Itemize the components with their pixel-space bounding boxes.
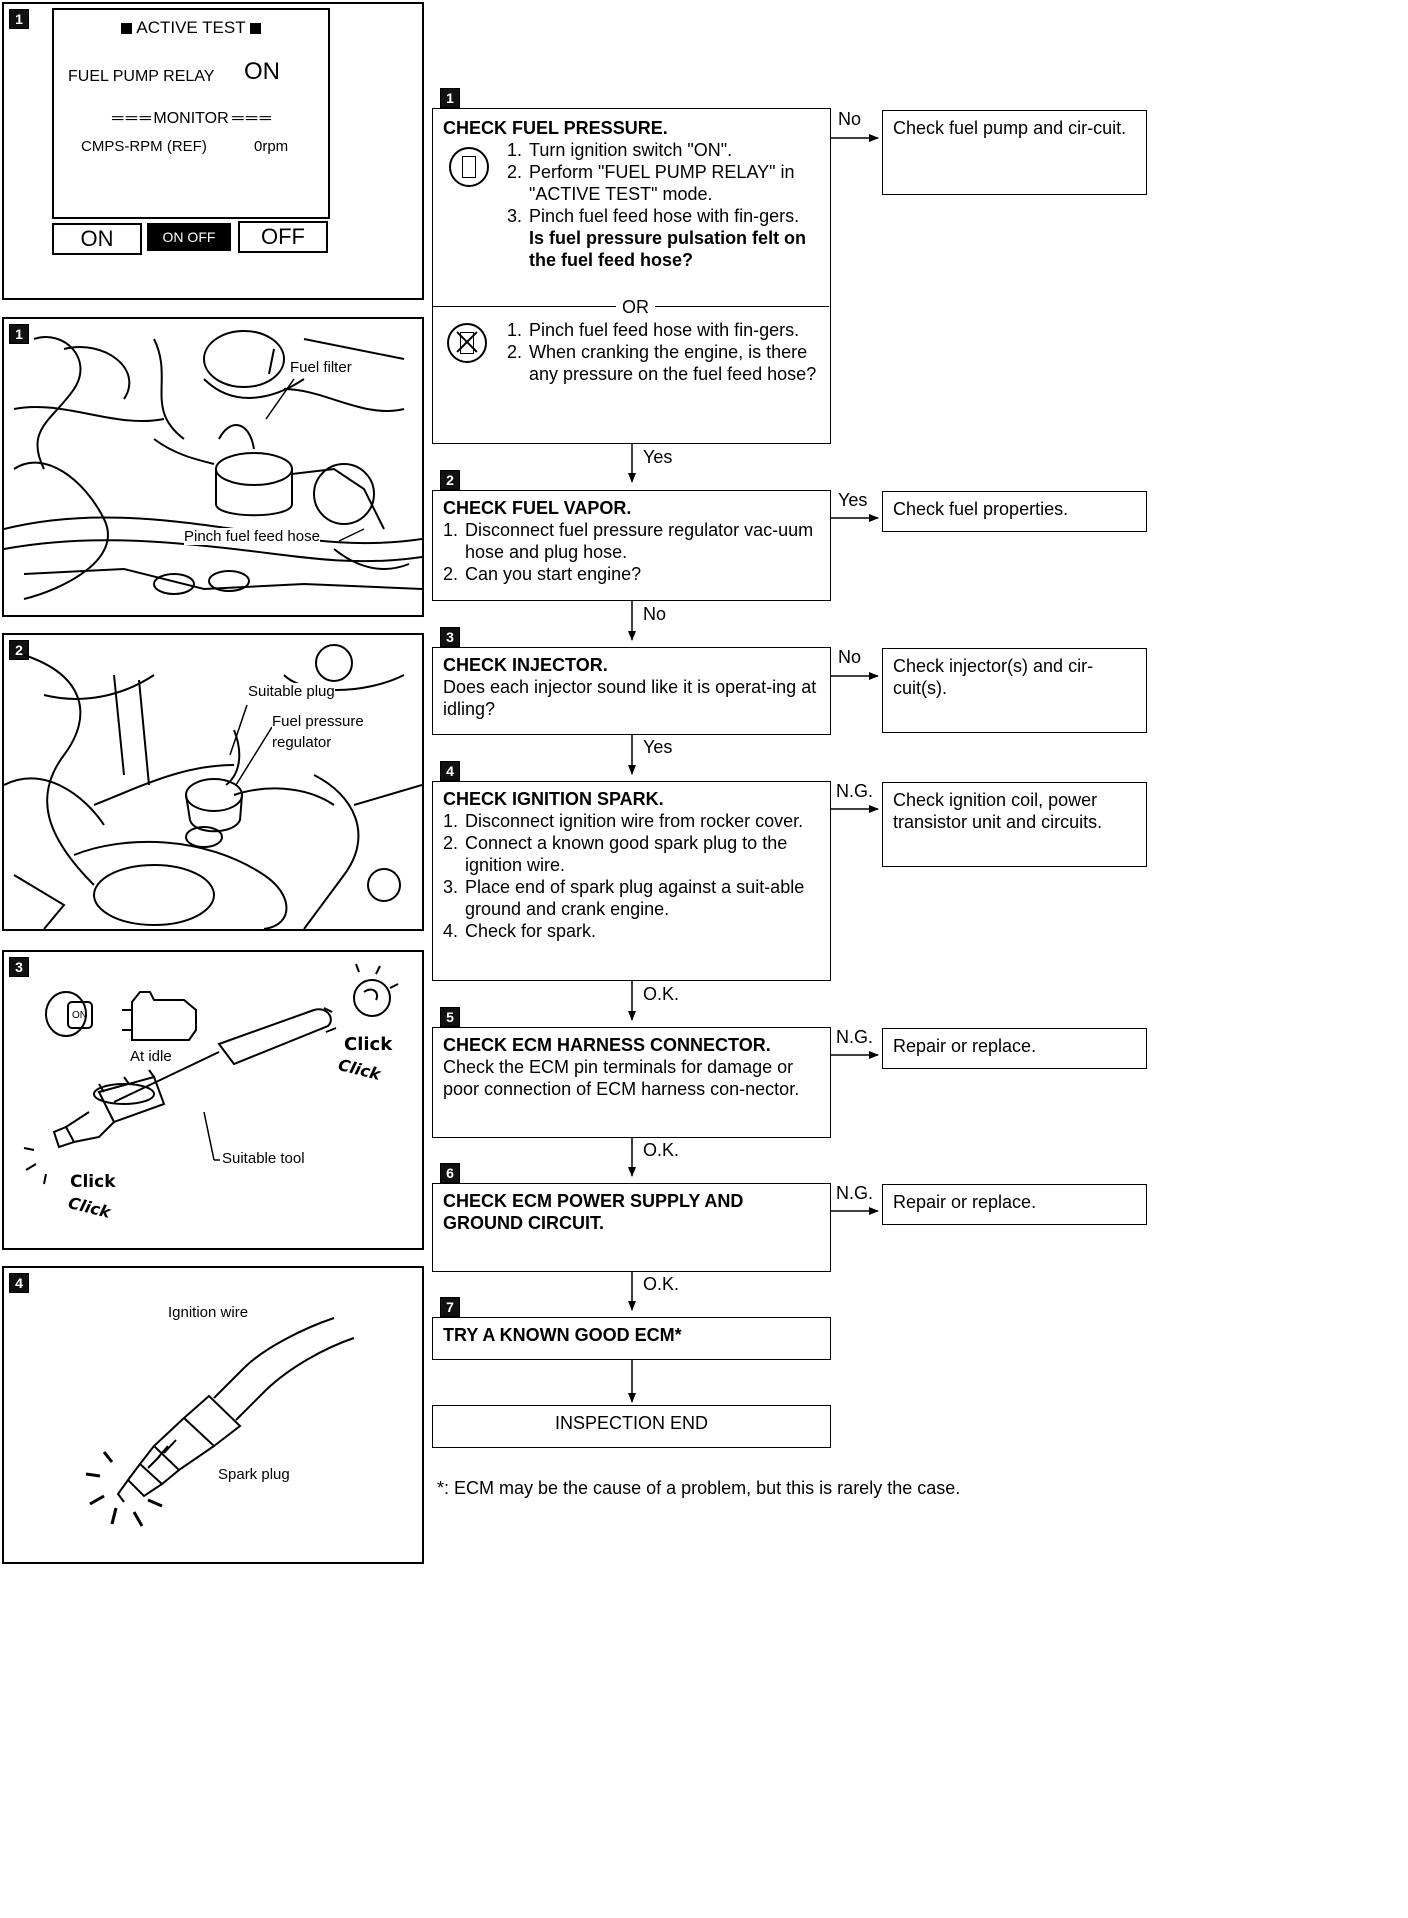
regulator-drawing [4,644,422,929]
consult-on-icon [449,147,489,187]
step-5-branch-label: N.G. [836,1027,874,1047]
step-1-a1: Turn ignition switch "ON". [529,140,733,160]
injector-drawing [23,963,399,1185]
step-3-box: CHECK INJECTOR. Does each injector sound… [432,647,831,735]
step-1-lower: 1.Pinch fuel feed hose with fin-gers. 2.… [443,319,823,385]
step-5-badge: 5 [440,1007,460,1027]
spark-plug-drawing [85,1317,355,1527]
step-4-a1: Disconnect ignition wire from rocker cov… [465,811,804,831]
inspection-end-box: INSPECTION END [432,1405,831,1448]
step-6-result: Repair or replace. [882,1184,1147,1225]
step-4-next-label: O.K. [643,984,680,1004]
key-on-label: ON [72,1010,87,1021]
step-1-branch-label: No [838,109,862,129]
active-test-title: ACTIVE TEST [54,18,328,38]
spark-plug-label: Spark plug [218,1466,290,1483]
on-off-button[interactable]: ON OFF [147,223,231,251]
illustration-panel-fuel-filter: 1 Fuel filter Pi [2,317,424,617]
click-label-1: Click [344,1034,393,1055]
step-3-branch-label: No [838,647,862,667]
step-4-box: CHECK IGNITION SPARK. 1.Disconnect ignit… [432,781,831,981]
suitable-tool-label: Suitable tool [222,1150,305,1167]
step-7-title: TRY A KNOWN GOOD ECM* [443,1325,682,1345]
panel-badge: 4 [9,1273,29,1293]
step-1-b2: When cranking the engine, is there any p… [529,342,817,384]
step-1-result: Check fuel pump and cir-cuit. [882,110,1147,195]
step-5-result: Repair or replace. [882,1028,1147,1069]
step-3-next-label: Yes [643,737,673,757]
step-3-badge: 3 [440,627,460,647]
fpr-label-2: regulator [272,734,332,751]
consult-screen: ACTIVE TEST FUEL PUMP RELAY ON ═ ═ ═ MON… [52,8,330,219]
step-4-title: CHECK IGNITION SPARK. [443,789,664,809]
step-6-badge: 6 [440,1163,460,1183]
step-4-a3: Place end of spark plug against a suit-a… [465,877,805,919]
step-2-result: Check fuel properties. [882,491,1147,532]
panel-badge: 1 [9,324,29,344]
step-5-next-label: O.K. [643,1140,680,1160]
step-3-result: Check injector(s) and cir-cuit(s). [882,648,1147,733]
fpr-label-1: Fuel pressure [272,713,364,730]
step-2-badge: 2 [440,470,460,490]
cmps-label: CMPS-RPM (REF) [81,138,207,155]
step-2-title: CHECK FUEL VAPOR. [443,498,632,518]
panel-badge: 1 [9,9,29,29]
step-4-result: Check ignition coil, power transistor un… [882,782,1147,867]
flowchart-connectors [628,134,879,1403]
or-label: OR [616,296,655,318]
step-2-branch-label: Yes [838,490,868,510]
illustration-panel-injector: 3 ON At idle Click [2,950,424,1250]
step-4-a2: Connect a known good spark plug to the i… [465,833,788,875]
ignition-wire-label: Ignition wire [168,1304,249,1321]
pinch-hose-label: Pinch fuel feed hose [184,528,320,545]
inspection-end-label: INSPECTION END [554,1413,709,1433]
monitor-label: ═ ═ ═ MONITOR ═ ═ ═ [112,110,271,127]
step-1-upper: CHECK FUEL PRESSURE. 1.Turn ignition swi… [443,117,823,271]
panel-badge: 3 [9,957,29,977]
suitable-plug-label: Suitable plug [248,683,335,700]
illustration-panel-1: 1 ACTIVE TEST FUEL PUMP RELAY ON ═ ═ ═ M… [2,2,424,300]
cmps-value: 0rpm [254,138,289,155]
step-7-badge: 7 [440,1297,460,1317]
step-6-title: CHECK ECM POWER SUPPLY AND GROUND CIRCUI… [443,1191,744,1233]
relay-label: FUEL PUMP RELAY [68,68,215,85]
step-6-branch-label: N.G. [836,1183,874,1203]
step-6-box: CHECK ECM POWER SUPPLY AND GROUND CIRCUI… [432,1183,831,1272]
step-6-next-label: O.K. [643,1274,680,1294]
step-4-branch-label: N.G. [836,781,874,801]
off-button[interactable]: OFF [238,221,328,253]
no-consult-icon [447,323,487,363]
at-idle-label: At idle [130,1048,172,1065]
step-1-badge: 1 [440,88,460,108]
on-button[interactable]: ON [52,223,142,255]
step-4-badge: 4 [440,761,460,781]
step-3-title: CHECK INJECTOR. [443,655,608,675]
step-2-a1: Disconnect fuel pressure regulator vac-u… [465,520,814,562]
step-2-a2: Can you start engine? [465,564,642,584]
step-4-a4: Check for spark. [465,921,597,941]
step-1-title: CHECK FUEL PRESSURE. [443,118,668,138]
step-1-b1: Pinch fuel feed hose with fin-gers. [529,320,800,340]
step-1-a2: Perform "FUEL PUMP RELAY" in "ACTIVE TES… [529,162,795,204]
step-7-box: TRY A KNOWN GOOD ECM* [432,1317,831,1360]
step-2-box: CHECK FUEL VAPOR. 1.Disconnect fuel pres… [432,490,831,601]
step-5-title: CHECK ECM HARNESS CONNECTOR. [443,1035,771,1055]
illustration-panel-regulator: 2 Suitable plug Fuel pressure regul [2,633,424,931]
step-3-body: Does each injector sound like it is oper… [443,677,817,719]
step-5-body: Check the ECM pin terminals for damage o… [443,1057,800,1099]
fuel-filter-label: Fuel filter [290,359,352,376]
step-1-question: Is fuel pressure pulsation felt on the f… [529,228,807,270]
illustration-panel-spark-plug: 4 Ignition wire Spark plug [2,1266,424,1564]
footnote: *: ECM may be the cause of a problem, bu… [437,1478,961,1498]
step-2-next-label: No [643,604,667,624]
click-label-3: Click [70,1172,116,1192]
step-1-next-label: Yes [643,447,673,467]
step-1-box: CHECK FUEL PRESSURE. 1.Turn ignition swi… [432,108,831,444]
step-5-box: CHECK ECM HARNESS CONNECTOR. Check the E… [432,1027,831,1138]
step-1-a3: Pinch fuel feed hose with fin-gers. [529,206,800,226]
relay-state: ON [244,58,280,85]
